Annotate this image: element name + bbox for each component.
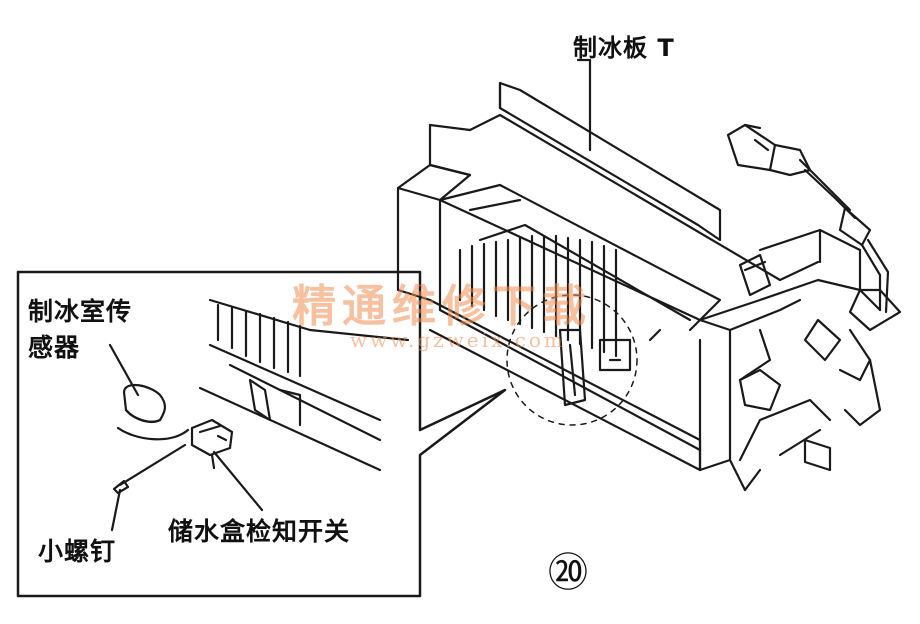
leader-switch xyxy=(212,450,264,512)
label-switch: 储水盒检知开关 xyxy=(168,517,351,546)
leader-ice-tray xyxy=(576,58,592,152)
sensor xyxy=(116,383,190,441)
tray-ribs xyxy=(458,234,618,358)
label-sensor-line1: 制冰室传 xyxy=(28,297,133,326)
watermark-url: www.gzweix.com xyxy=(350,328,566,352)
inset-frame xyxy=(16,270,507,598)
leader-sensor xyxy=(108,343,140,397)
leader-screw xyxy=(110,488,122,532)
label-ice-tray: 制冰板 T xyxy=(573,34,675,62)
inset-detail xyxy=(112,298,410,495)
watermark-title: 精通维修下载 xyxy=(292,281,592,332)
label-sensor-line2: 感器 xyxy=(28,333,81,362)
ice-maker-unit xyxy=(396,81,902,492)
small-screw xyxy=(112,443,187,495)
water-box-switch xyxy=(190,418,234,470)
figure-number: ⑳ xyxy=(548,550,588,596)
label-screw: 小螺钉 xyxy=(38,537,117,566)
connector-cable xyxy=(726,123,890,314)
